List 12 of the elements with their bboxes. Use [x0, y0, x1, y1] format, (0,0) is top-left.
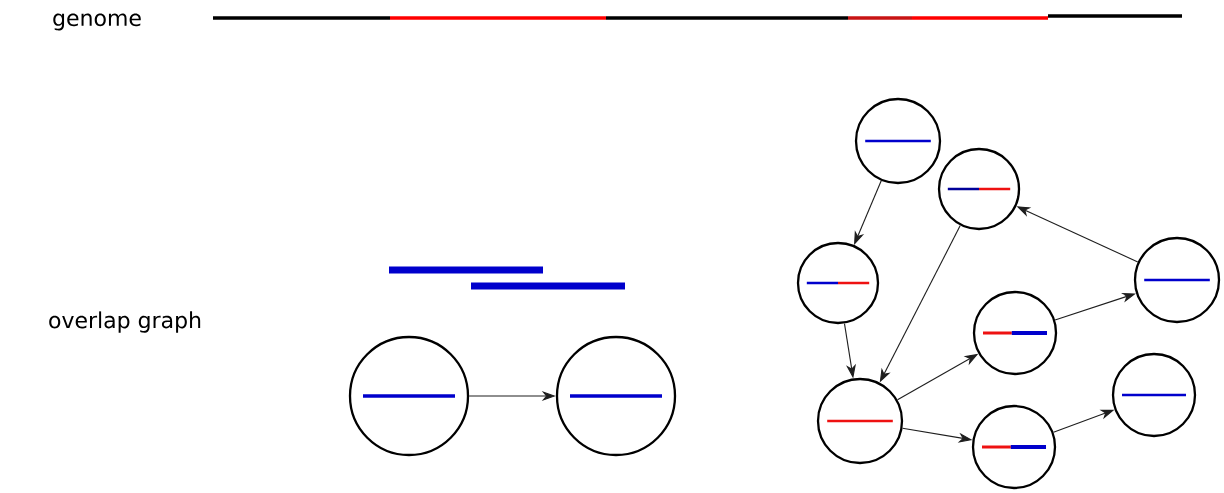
read-node	[1111, 352, 1197, 438]
read-node	[796, 241, 880, 325]
read-node	[1133, 236, 1221, 324]
read-node	[972, 290, 1058, 376]
read-node	[971, 404, 1057, 490]
read-node	[555, 335, 677, 457]
read-node	[937, 147, 1021, 231]
label: overlap graph	[49, 311, 201, 333]
read-node	[854, 97, 942, 185]
read-node	[348, 335, 470, 457]
label: genome	[53, 13, 141, 31]
read-node	[816, 377, 904, 465]
